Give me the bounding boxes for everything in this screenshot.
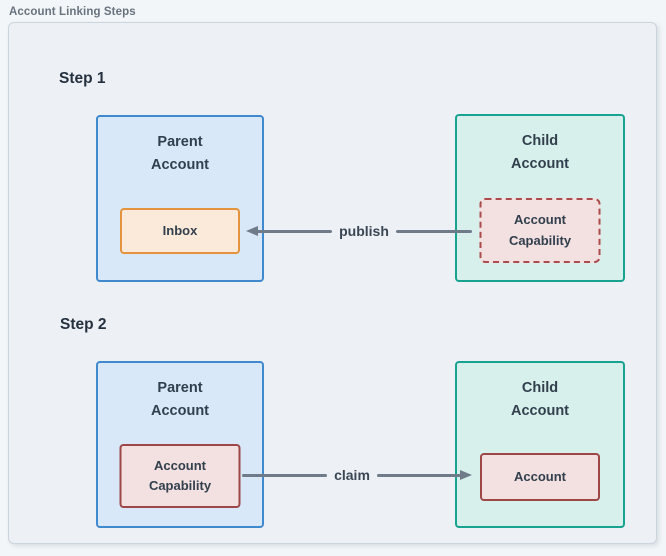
arrow-line: [242, 473, 328, 477]
step1-account-capability-node: Account Capability: [479, 198, 601, 263]
diagram-title: Account Linking Steps: [9, 6, 136, 18]
step1-child-account-label: Child Account: [511, 133, 569, 173]
step2-parent-account-label: Parent Account: [151, 380, 209, 420]
arrowhead-right-icon: [460, 470, 472, 480]
arrow-line: [376, 473, 462, 477]
arrow-line: [256, 229, 333, 233]
step1-child-account-node: Child Account Account Capability: [455, 114, 625, 282]
step2-account-node: Account: [480, 453, 600, 501]
step1-heading: Step 1: [59, 70, 106, 87]
step2-heading: Step 2: [60, 316, 107, 333]
step1-parent-account-node: Parent Account Inbox: [96, 115, 264, 282]
step1-publish-arrow: publish: [246, 221, 472, 241]
step1-edge-label: publish: [339, 223, 389, 239]
step2-claim-arrow: claim: [242, 465, 472, 485]
step1-inbox-node: Inbox: [120, 208, 240, 254]
arrowhead-left-icon: [246, 226, 258, 236]
step2-child-account-node: Child Account Account: [455, 361, 625, 528]
step2-child-account-label: Child Account: [511, 380, 569, 420]
step2-parent-account-node: Parent Account Account Capability: [96, 361, 264, 528]
step1-parent-account-label: Parent Account: [151, 134, 209, 174]
step2-account-capability-node: Account Capability: [119, 444, 241, 508]
step2-edge-label: claim: [334, 467, 370, 483]
arrow-line: [395, 229, 472, 233]
diagram-frame: Step 1 Parent Account Inbox Child Accoun…: [8, 22, 657, 544]
